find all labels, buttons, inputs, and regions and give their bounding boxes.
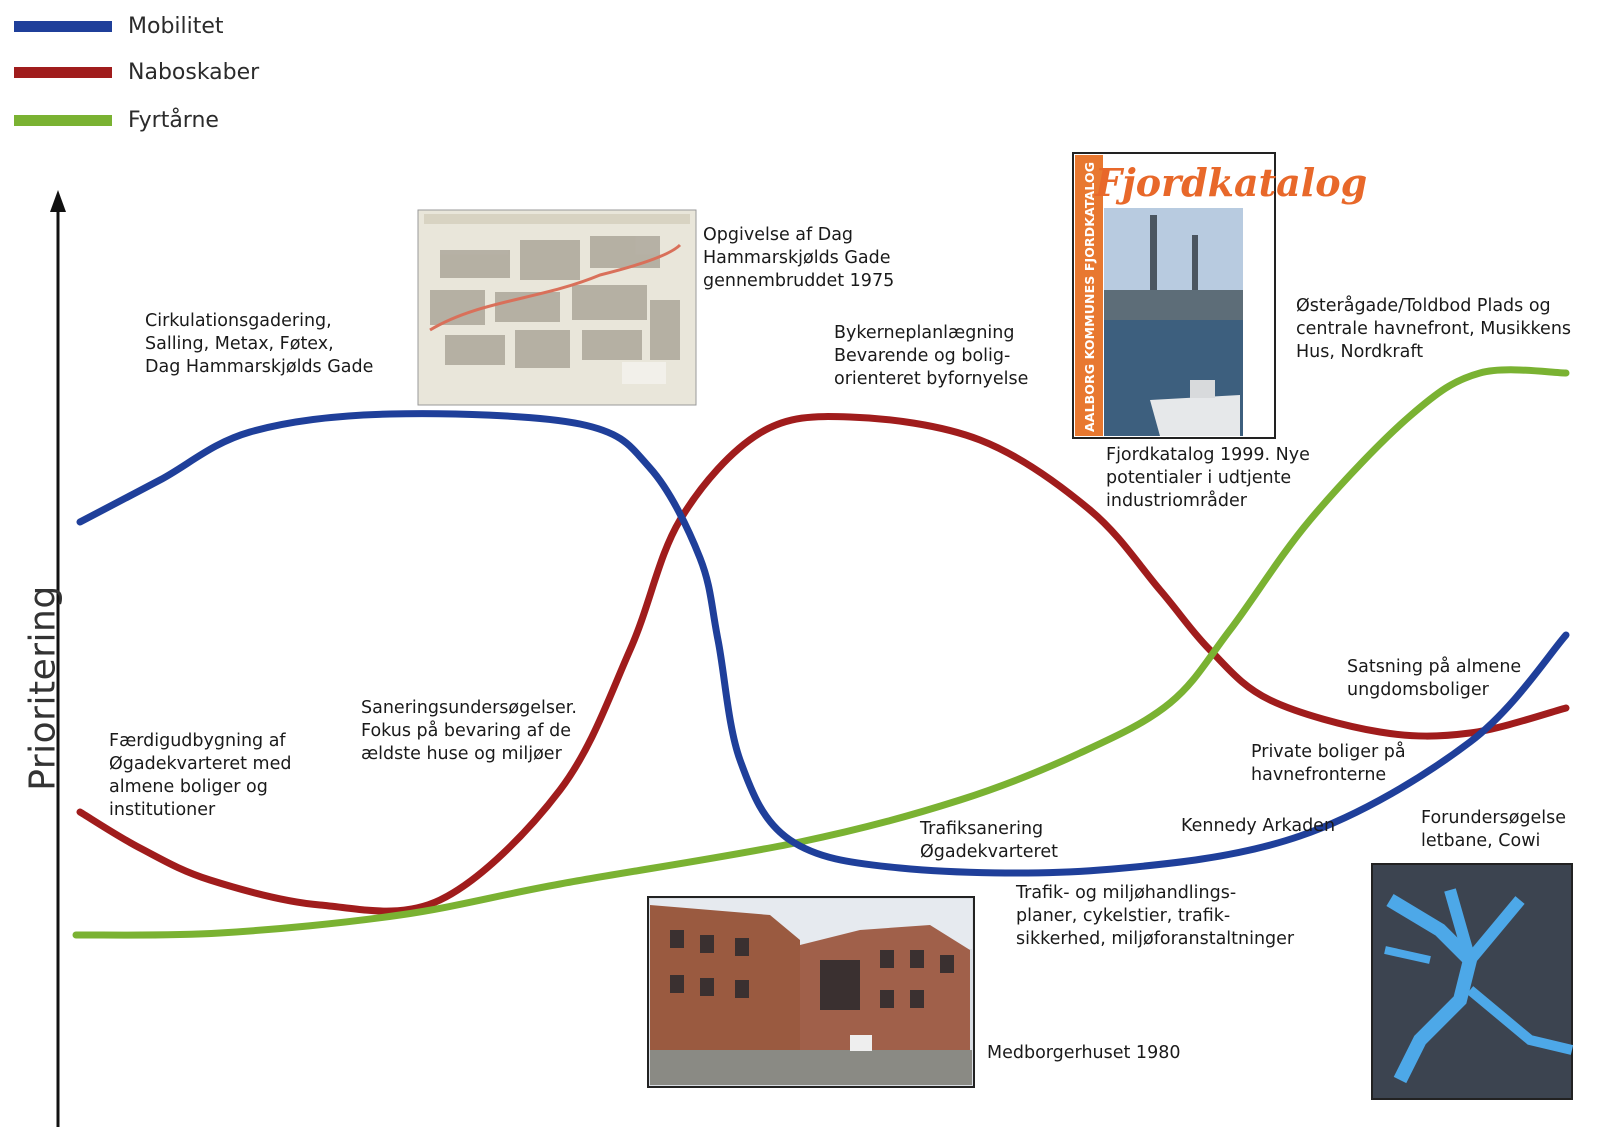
note-forundersoegelse: Forundersøgelse letbane, Cowi <box>1421 808 1567 851</box>
note-opgivelse: Opgivelse af Dag Hammarskjølds Gade genn… <box>703 225 895 291</box>
medborgerhuset-photo <box>647 896 975 1088</box>
curve-naboskaber <box>76 413 1570 915</box>
note-trafiksanering: Trafiksanering Øgadekvarteret <box>920 819 1058 862</box>
legend-label-naboskaber: Naboskaber <box>128 59 260 85</box>
legend-item-mobilitet: Mobilitet <box>14 12 224 40</box>
note-private-boliger: Private boliger på havnefronterne <box>1251 742 1406 785</box>
curve-mobilitet <box>76 410 1570 877</box>
legend-swatch-mobilitet <box>14 20 112 32</box>
legend-swatch-naboskaber <box>14 66 112 78</box>
note-fjordkatalog: Fjordkatalog 1999. Nye potentialer i udt… <box>1106 445 1310 511</box>
note-satsning: Satsning på almene ungdomsboliger <box>1347 657 1522 700</box>
legend-item-naboskaber: Naboskaber <box>14 58 259 86</box>
fjordkatalog-cover-image <box>1072 152 1276 439</box>
note-kennedy-arkaden: Kennedy Arkaden <box>1181 816 1336 836</box>
note-bykerneplanlaegning: Bykerneplanlægning Bevarende og bolig- o… <box>834 323 1029 389</box>
note-trafik-miljoe: Trafik- og miljøhandlings- planer, cykel… <box>1016 883 1295 949</box>
note-osteraagade: Østerågade/Toldbod Plads og centrale hav… <box>1296 296 1572 362</box>
note-cirkulationsgadering: Cirkulationsgadering, Salling, Metax, Fø… <box>145 311 374 377</box>
fjordkatalog-spine-text: AALBORG KOMMUNES FJORDKATALOG <box>1082 162 1097 432</box>
note-faerdigudbygning: Færdigudbygning af Øgadekvarteret med al… <box>109 731 292 820</box>
legend-item-fyrtaarne: Fyrtårne <box>14 106 219 134</box>
y-axis-title: Prioritering <box>22 585 64 791</box>
letbane-map-image <box>1371 863 1574 1100</box>
legend-label-mobilitet: Mobilitet <box>128 13 224 39</box>
legend-label-fyrtaarne: Fyrtårne <box>128 107 219 133</box>
curve-fyrtaarne <box>72 366 1570 939</box>
city-map-image <box>417 209 697 406</box>
fjordkatalog-cover-title: Fjordkatalog <box>1094 160 1367 205</box>
note-saneringsundersoegelser: Saneringsundersøgelser. Fokus på bevarin… <box>361 698 577 764</box>
note-medborgerhuset: Medborgerhuset 1980 <box>987 1043 1181 1063</box>
y-axis-arrowhead <box>50 190 66 212</box>
legend-swatch-fyrtaarne <box>14 114 112 126</box>
curves-layer <box>72 366 1570 939</box>
